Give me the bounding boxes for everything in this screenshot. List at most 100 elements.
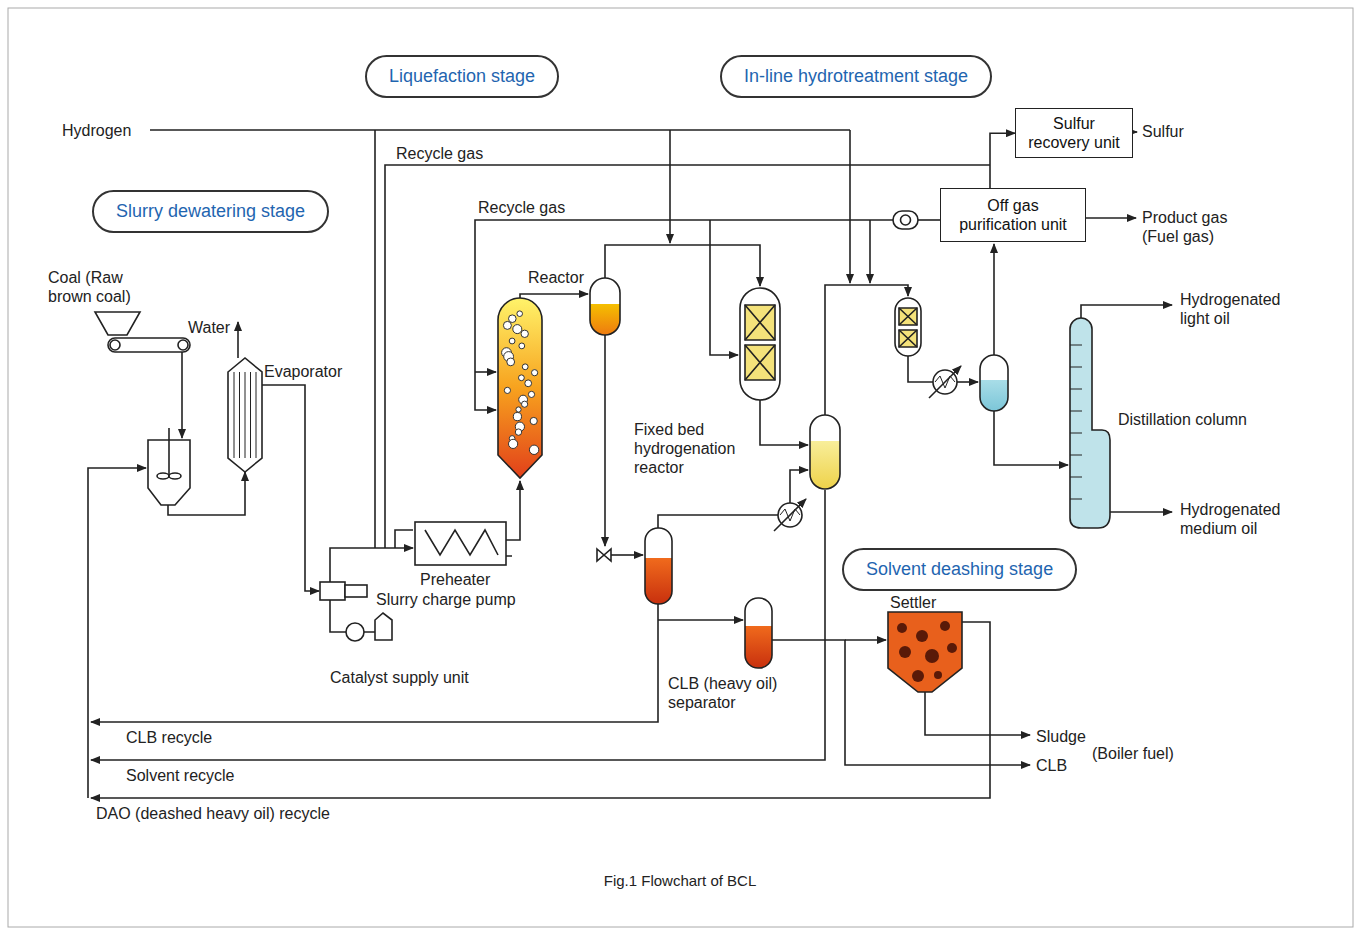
equipment-label: Settler	[890, 593, 936, 612]
fuel-gas-pipe	[1086, 217, 1136, 219]
pipes	[88, 130, 1172, 798]
column-trays	[1070, 345, 1082, 499]
equipment	[95, 211, 1110, 692]
off-gas-pipe	[993, 244, 995, 355]
tray-line	[1070, 389, 1082, 390]
bubble	[529, 445, 538, 454]
recycle-pipe	[88, 468, 146, 798]
vapor-pipe	[658, 515, 778, 528]
dao-recycle-pipe	[91, 622, 990, 798]
node-text: Liquefaction stage	[389, 66, 535, 87]
bubble	[503, 321, 511, 329]
clb-recycle-pipe	[91, 604, 658, 722]
equipment-label: Catalyst supply unit	[330, 668, 469, 687]
tube-line	[239, 372, 240, 458]
tray-line	[1070, 455, 1082, 456]
agitator	[168, 428, 170, 478]
tube-line	[234, 372, 235, 458]
solvent-recycle-pipe	[91, 490, 825, 760]
tray-line	[1070, 433, 1082, 434]
recycle-gas-pipe	[869, 220, 871, 283]
clb-separator	[645, 528, 672, 604]
catalyst-bed-cross	[745, 305, 775, 380]
coal-hopper	[95, 312, 140, 335]
heat-exchanger-coil	[935, 376, 955, 388]
equipment-label: CLB	[1036, 756, 1067, 775]
heat-exchanger-arrow	[929, 366, 961, 398]
equipment-label: Product gas (Fuel gas)	[1142, 208, 1252, 246]
settler-particles	[897, 621, 957, 682]
connector	[990, 133, 1015, 188]
equipment-label: CLB recycle	[126, 728, 212, 747]
tray-line	[1070, 477, 1082, 478]
preheater-coil	[425, 530, 498, 555]
equipment-label: Coal (Raw brown coal)	[48, 268, 140, 306]
tube-line	[245, 372, 246, 458]
equipment-label: Recycle gas	[478, 198, 565, 217]
equipment-label: Hydrogenated light oil	[1180, 290, 1310, 328]
tray-line	[1070, 411, 1082, 412]
catalyst-bed-cross	[899, 308, 917, 347]
bubble	[513, 325, 522, 334]
equipment-label: Sulfur	[1142, 122, 1184, 141]
bubble	[532, 370, 538, 376]
node-text: In-line hydrotreatment stage	[744, 66, 968, 87]
product-pipe	[760, 400, 808, 445]
hydrogen-pipe	[849, 130, 851, 283]
bubble	[516, 407, 521, 412]
bubble	[515, 429, 521, 435]
figure-caption: Fig.1 Flowchart of BCL	[480, 872, 880, 889]
medium-oil-pipe	[1108, 511, 1172, 513]
fixed-bed-reactor	[740, 288, 780, 400]
heat-exchanger-coil	[780, 509, 800, 521]
slurry-charge-pump	[320, 582, 345, 600]
compressor-rotor	[901, 215, 911, 225]
equipment-label: Hydrogenated medium oil	[1180, 500, 1310, 538]
equipment-label: Distillation column	[1118, 410, 1247, 429]
vapor-pipe	[790, 470, 808, 503]
process-box: Off gas purification unit	[940, 188, 1086, 242]
reactor-outlet-pipe	[520, 294, 588, 298]
node-text: Sulfur recovery unit	[1022, 114, 1126, 152]
hydrogen-pipe	[669, 130, 671, 243]
reactor-bubbles	[502, 311, 539, 455]
distillation-column	[1070, 318, 1110, 528]
reactor-vessel	[498, 298, 542, 478]
tray-line	[1070, 499, 1082, 500]
bubble	[517, 311, 523, 317]
preheater	[415, 522, 506, 565]
catalyst-pump	[346, 623, 364, 641]
separator	[980, 355, 1008, 411]
liquid-pipe	[611, 554, 643, 556]
evaporator-tubes	[234, 372, 256, 458]
equipment-label: Water	[188, 318, 230, 337]
hot-separator	[590, 278, 620, 335]
pump-motor	[345, 585, 367, 597]
clb-pipe	[658, 619, 743, 621]
equipment-label: Evaporator	[264, 362, 342, 381]
sludge-pipe	[925, 692, 1030, 735]
heat-exchanger-arrow	[774, 499, 806, 531]
recycle-gas-pipe	[918, 219, 940, 221]
equipment-label: Fixed bed hydrogenation reactor	[634, 420, 746, 478]
recycle-gas-pipe	[710, 220, 738, 355]
tray-line	[1070, 367, 1082, 368]
recycle-gas-pipe	[385, 165, 990, 548]
bubble	[522, 364, 528, 370]
tray-line	[1070, 345, 1082, 346]
vapor-pipe	[825, 285, 908, 415]
vapor-pipe	[605, 245, 760, 286]
node-text: Solvent deashing stage	[866, 559, 1053, 580]
agitator-blade	[157, 473, 169, 479]
bubble	[519, 375, 525, 381]
separator	[810, 415, 840, 489]
bubble	[504, 387, 510, 393]
equipment-label: Solvent recycle	[126, 766, 235, 785]
clb-separator	[745, 598, 772, 668]
bubble	[507, 358, 515, 366]
slurry-pipe	[262, 385, 319, 591]
frame	[8, 8, 1353, 927]
agitator-blade	[169, 473, 181, 479]
product-pipe	[957, 381, 978, 383]
tube-line	[256, 372, 257, 458]
